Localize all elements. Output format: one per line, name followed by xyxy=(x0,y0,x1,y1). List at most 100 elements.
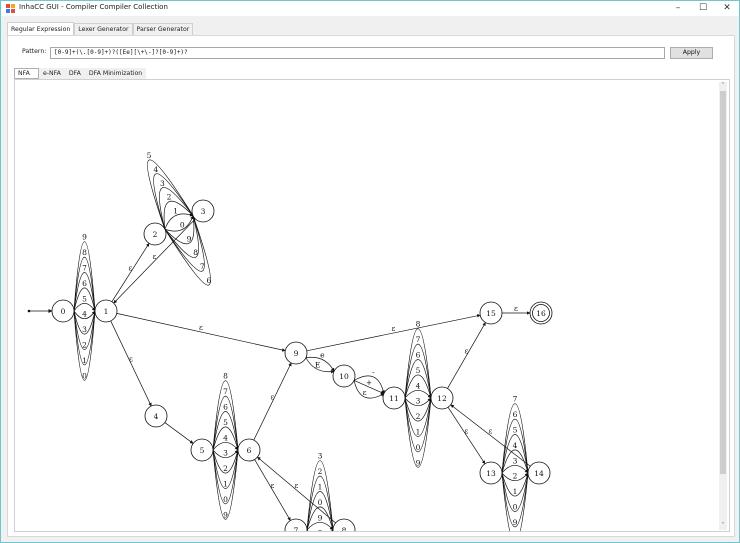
transition-label: ε xyxy=(489,427,493,436)
vertical-scrollbar[interactable]: ˄ ˅ xyxy=(719,82,727,530)
transition-label: 2 xyxy=(167,193,172,202)
transition-label: 6 xyxy=(513,410,518,419)
transition-edge xyxy=(501,434,530,474)
transition-label: 8 xyxy=(82,248,87,257)
app-icon xyxy=(6,4,15,13)
state-label: 10 xyxy=(339,372,349,381)
scroll-up-button[interactable]: ˄ xyxy=(721,82,725,89)
transition-label: 8 xyxy=(223,372,228,381)
tab-dfa-minimization[interactable]: DFA Minimization xyxy=(84,68,147,79)
state-node[interactable]: 11 xyxy=(382,386,406,410)
state-node[interactable]: 6 xyxy=(237,438,261,462)
apply-button[interactable]: Apply xyxy=(670,47,713,59)
state-node[interactable]: 15 xyxy=(479,301,503,325)
close-button[interactable]: ✕ xyxy=(723,3,731,13)
state-node[interactable]: 1 xyxy=(94,299,118,323)
state-node[interactable]: 10 xyxy=(332,364,356,388)
tab-regular-expression[interactable]: Regular Expression xyxy=(7,22,75,35)
tab-dfa[interactable]: DFA xyxy=(64,68,85,79)
transition-edge xyxy=(73,241,97,312)
nfa-graph-view[interactable]: 0123456789ε6789012345εεε9012345678εε4567… xyxy=(14,79,730,532)
regex-panel: Pattern: [0-9]+(\.[0-9]+)?([Ee][\+\-]?[0… xyxy=(7,35,735,537)
maximize-button[interactable]: ☐ xyxy=(698,3,708,13)
tab-parser-generator[interactable]: Parser Generator xyxy=(132,23,194,35)
state-node[interactable]: 16 xyxy=(529,301,553,325)
state-label: 6 xyxy=(247,446,252,455)
transition-edge xyxy=(501,472,529,482)
transition-label: 5 xyxy=(416,366,421,375)
transition-edge xyxy=(501,472,530,531)
transition-edge xyxy=(353,375,385,394)
transition-edge xyxy=(164,215,196,245)
transition-label: 7 xyxy=(416,335,421,344)
transition-edge xyxy=(111,242,150,302)
transition-label: - xyxy=(372,368,375,377)
transition-edge xyxy=(306,506,334,531)
transition-edge xyxy=(212,396,240,451)
state-node[interactable]: 5 xyxy=(190,438,214,462)
state-node[interactable]: 9 xyxy=(284,341,308,365)
transition-label: 4 xyxy=(153,165,158,174)
scroll-thumb[interactable] xyxy=(720,91,726,474)
state-node[interactable]: 0 xyxy=(51,299,75,323)
transition-label: 4 xyxy=(416,381,421,390)
transition-edge xyxy=(447,322,486,389)
transition-label: 5 xyxy=(513,426,518,435)
nfa-graph: 0123456789ε6789012345εεε9012345678εε4567… xyxy=(27,151,553,532)
transition-label: 5 xyxy=(223,418,228,427)
state-label: 16 xyxy=(536,309,546,318)
transition-label: ε xyxy=(465,427,469,436)
transition-edge xyxy=(404,397,433,452)
scroll-down-button[interactable]: ˅ xyxy=(721,522,725,529)
transition-edge xyxy=(73,272,97,312)
transition-edge xyxy=(254,459,291,521)
transition-label: ε xyxy=(295,481,299,490)
transition-edge xyxy=(404,397,432,422)
state-node[interactable]: 4 xyxy=(144,404,168,428)
state-node[interactable]: 8 xyxy=(332,518,356,532)
transition-edge xyxy=(164,215,205,272)
transition-label: ε xyxy=(271,481,275,490)
transition-edge xyxy=(501,472,530,512)
transition-label: 3 xyxy=(318,452,323,461)
transition-label: 1 xyxy=(82,356,87,365)
transition-edge xyxy=(164,422,194,444)
tab-nfa[interactable]: NFA xyxy=(14,68,39,79)
transition-label: 7 xyxy=(513,395,518,404)
window-title: InhaCC GUI - Compiler Compiler Collectio… xyxy=(19,3,168,11)
transition-edge xyxy=(73,310,96,320)
transition-label: 7 xyxy=(82,264,87,273)
state-label: 8 xyxy=(342,526,347,532)
minimize-button[interactable]: – xyxy=(675,3,681,13)
transition-edge xyxy=(212,449,240,504)
state-node[interactable]: 14 xyxy=(527,461,551,485)
transition-edge xyxy=(501,472,530,527)
state-node[interactable]: 13 xyxy=(479,461,503,485)
tab-lexer-generator[interactable]: Lexer Generator xyxy=(74,23,133,35)
state-node[interactable]: 7 xyxy=(284,518,308,532)
transition-label: 1 xyxy=(173,207,178,216)
transition-label: 8 xyxy=(318,529,323,532)
transition-edge xyxy=(113,218,196,304)
transition-label: 3 xyxy=(160,179,165,188)
state-node[interactable]: 2 xyxy=(143,222,167,246)
transition-label: 0 xyxy=(82,371,87,380)
transition-edge xyxy=(116,313,286,352)
tab-e-nfa[interactable]: e-NFA xyxy=(39,68,65,79)
view-tab-strip: NFA e-NFA DFA DFA Minimization xyxy=(14,68,147,79)
transition-edge xyxy=(306,491,335,531)
pattern-label: Pattern: xyxy=(22,48,47,55)
pattern-input[interactable]: [0-9]+(\.[0-9]+)?([Ee][\+\-]?[0-9]+)? xyxy=(50,47,665,59)
transition-edge xyxy=(212,449,239,474)
transition-label: 3 xyxy=(82,325,87,334)
state-label: 2 xyxy=(153,230,158,239)
transition-edge xyxy=(212,449,240,520)
state-node[interactable]: 12 xyxy=(430,386,454,410)
transition-label: 9 xyxy=(513,518,518,527)
transition-label: 4 xyxy=(513,441,518,450)
transition-label: 1 xyxy=(318,483,323,492)
state-node[interactable]: 3 xyxy=(191,199,215,223)
transition-label: 7 xyxy=(200,262,205,271)
transition-label: ε xyxy=(199,323,203,332)
transition-edge xyxy=(450,404,531,467)
